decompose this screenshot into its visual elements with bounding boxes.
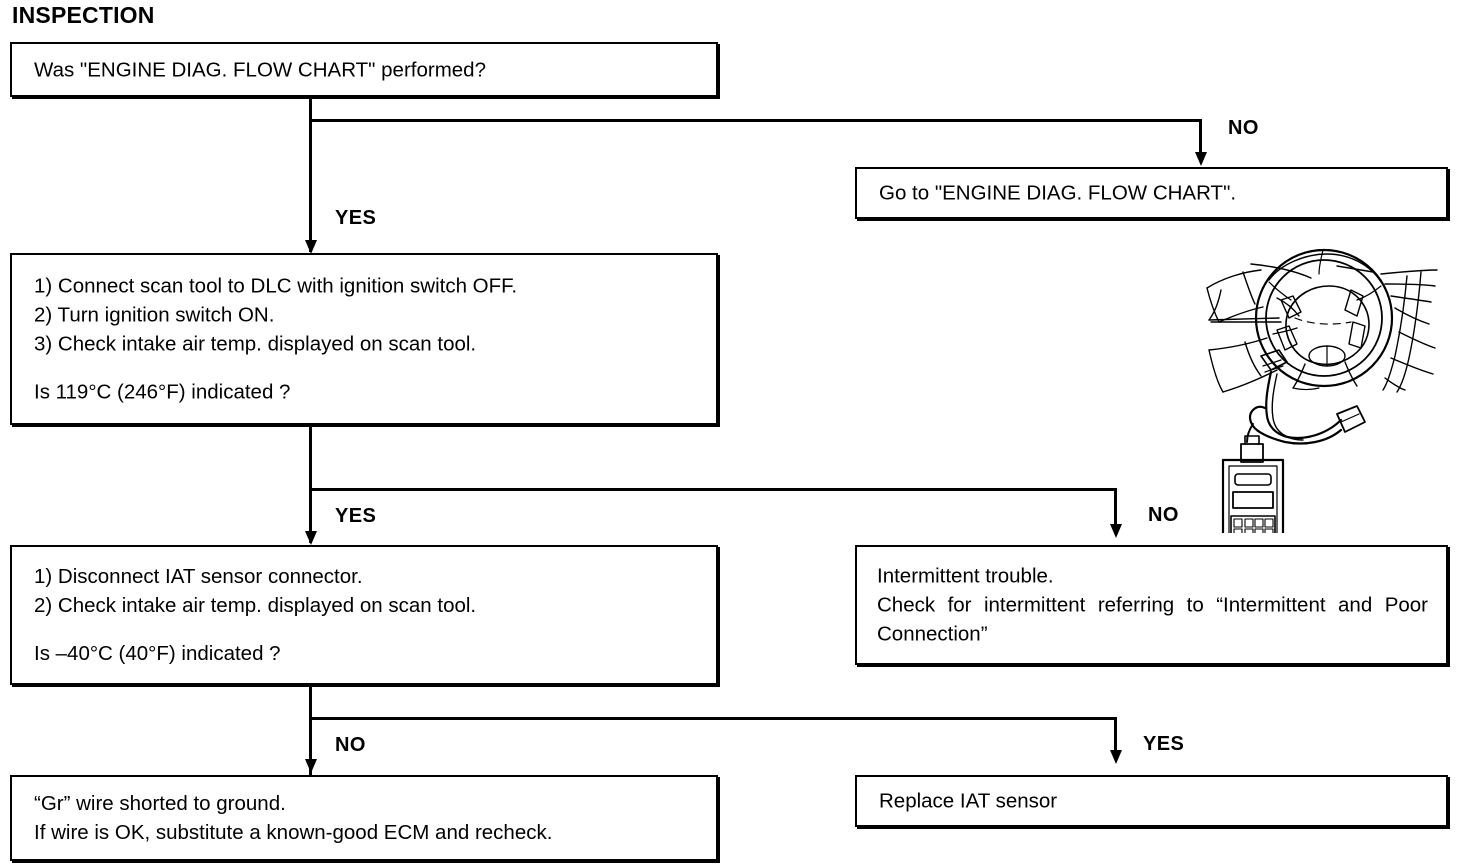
box-was-engine-diag-flow-chart-performed: Was "ENGINE DIAG. FLOW CHART" performed? xyxy=(10,42,718,97)
box-text: Go to "ENGINE DIAG. FLOW CHART". xyxy=(879,179,1430,208)
branch-label-no-2: NO xyxy=(1148,504,1179,526)
box-text: “Gr” wire shorted to ground. If wire is … xyxy=(34,789,700,847)
connector-q2-no-drop xyxy=(1114,488,1117,529)
box-disconnect-iat-sensor-step: 1) Disconnect IAT sensor connector. 2) C… xyxy=(10,545,718,685)
connector-q2-no-horizontal xyxy=(309,488,1117,491)
branch-label-yes-2: YES xyxy=(335,505,377,527)
box-text: 1) Connect scan tool to DLC with ignitio… xyxy=(34,272,700,407)
connector-q2-stem xyxy=(309,425,312,543)
box-line: “Gr” wire shorted to ground. xyxy=(34,792,286,815)
box-go-to-engine-diag-flow-chart: Go to "ENGINE DIAG. FLOW CHART". xyxy=(855,167,1448,219)
box-line: 2) Turn ignition switch ON. xyxy=(34,303,275,327)
box-line: Replace IAT sensor xyxy=(879,789,1058,813)
box-line: 1) Disconnect IAT sensor connector. xyxy=(34,565,363,588)
arrowhead-q2-yes xyxy=(305,531,317,545)
box-line: 3) Check intake air temp. displayed on s… xyxy=(34,332,477,356)
box-line: If wire is OK, substitute a known-good E… xyxy=(34,821,553,844)
box-intermittent-trouble: Intermittent trouble. Check for intermit… xyxy=(855,545,1448,665)
branch-label-no-3: NO xyxy=(335,734,366,756)
box-line: Intermittent trouble. xyxy=(877,564,1054,588)
arrowhead-q1-yes xyxy=(305,240,317,254)
box-line: Is 119°C (246°F) indicated ? xyxy=(34,380,291,404)
connector-q3-yes-drop xyxy=(1114,717,1117,755)
arrowhead-q1-no xyxy=(1195,152,1207,166)
connector-q1-stem xyxy=(309,97,312,252)
branch-label-yes-1: YES xyxy=(335,207,377,229)
box-line: 1) Connect scan tool to DLC with ignitio… xyxy=(34,274,518,298)
box-line: 2) Check intake air temp. displayed on s… xyxy=(34,594,477,617)
connector-q3-yes-horizontal xyxy=(309,717,1117,720)
box-text: Replace IAT sensor xyxy=(879,787,1430,816)
connector-q1-no-drop xyxy=(1199,119,1202,157)
steering-wheel-scan-tool-illustration xyxy=(1185,238,1472,568)
box-line-spacer xyxy=(34,359,700,378)
connector-q1-no-horizontal xyxy=(309,119,1202,122)
box-replace-iat-sensor: Replace IAT sensor xyxy=(855,775,1448,827)
box-line: Was "ENGINE DIAG. FLOW CHART" performed? xyxy=(34,58,486,81)
illustration-svg xyxy=(1206,248,1438,568)
branch-label-no-1: NO xyxy=(1228,117,1259,139)
box-connect-scan-tool-step: 1) Connect scan tool to DLC with ignitio… xyxy=(10,253,718,425)
arrowhead-q3-no xyxy=(305,759,317,773)
box-text: 1) Disconnect IAT sensor connector. 2) C… xyxy=(34,562,700,668)
connector-q3-stem xyxy=(309,685,312,775)
box-gr-wire-shorted-to-ground: “Gr” wire shorted to ground. If wire is … xyxy=(10,775,718,861)
box-line: Is –40°C (40°F) indicated ? xyxy=(34,642,281,665)
box-line: Check for intermittent referring to “Int… xyxy=(877,593,1428,646)
arrowhead-q2-no xyxy=(1110,524,1122,538)
page-title: INSPECTION xyxy=(12,2,155,28)
branch-label-yes-3: YES xyxy=(1143,733,1185,755)
box-line: Go to "ENGINE DIAG. FLOW CHART". xyxy=(879,181,1237,205)
arrowhead-q3-yes xyxy=(1110,750,1122,764)
box-text: Intermittent trouble. Check for intermit… xyxy=(877,562,1428,649)
box-text: Was "ENGINE DIAG. FLOW CHART" performed? xyxy=(34,55,700,84)
box-line-spacer xyxy=(34,620,700,639)
